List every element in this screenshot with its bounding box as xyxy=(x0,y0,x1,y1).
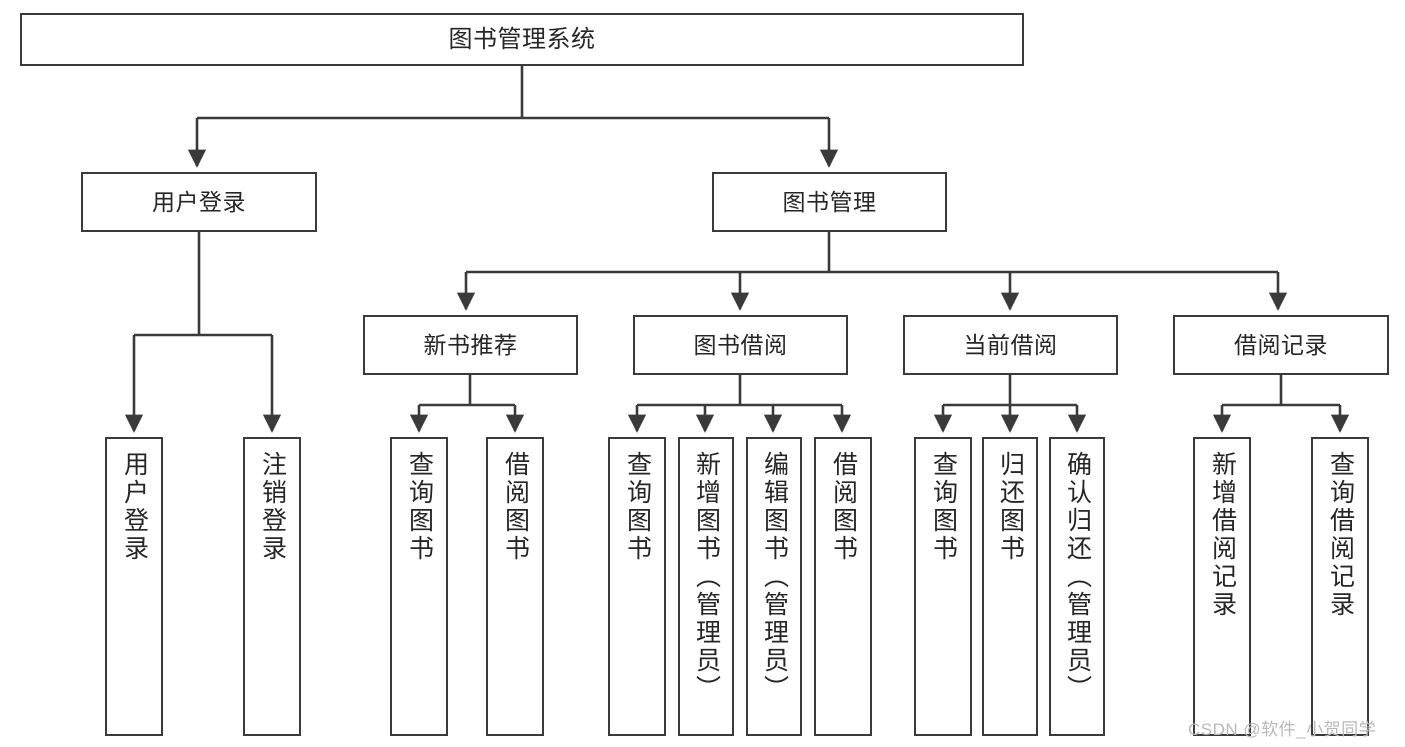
node-label: 新增借阅记录 xyxy=(1208,451,1237,619)
node-book-management-system[interactable]: 图书管理系统 xyxy=(20,13,1024,66)
node-new-book-recommendation[interactable]: 新书推荐 xyxy=(363,315,578,375)
node-borrow-record[interactable]: 借阅记录 xyxy=(1173,315,1389,375)
node-label: 确认归还（管理员） xyxy=(1063,451,1092,703)
node-label: 借阅记录 xyxy=(1234,331,1328,358)
leaf-query-book-borrow[interactable]: 查询图书 xyxy=(608,437,666,736)
node-book-management[interactable]: 图书管理 xyxy=(712,172,947,232)
node-book-borrow[interactable]: 图书借阅 xyxy=(633,315,848,375)
leaf-query-book-recommend[interactable]: 查询图书 xyxy=(390,437,448,736)
node-label: 用户登录 xyxy=(120,451,149,563)
leaf-add-book-admin[interactable]: 新增图书（管理员） xyxy=(678,437,734,736)
node-current-borrow[interactable]: 当前借阅 xyxy=(903,315,1118,375)
node-user-login[interactable]: 用户登录 xyxy=(81,172,317,232)
node-label: 借阅图书 xyxy=(829,451,858,563)
csdn-watermark: CSDN @软件_小贺同学 xyxy=(1188,720,1377,739)
node-label: 图书借阅 xyxy=(693,331,788,358)
node-label: 用户登录 xyxy=(152,188,246,215)
node-label: 查询图书 xyxy=(623,451,652,563)
leaf-borrow-book-recommend[interactable]: 借阅图书 xyxy=(486,437,544,736)
leaf-edit-book-admin[interactable]: 编辑图书（管理员） xyxy=(746,437,802,736)
node-label: 新书推荐 xyxy=(423,331,518,358)
node-label: 查询图书 xyxy=(405,451,434,563)
leaf-query-borrow-record[interactable]: 查询借阅记录 xyxy=(1311,437,1369,736)
leaf-user-logout[interactable]: 注销登录 xyxy=(243,437,301,736)
node-label: 新增图书（管理员） xyxy=(692,451,721,703)
node-label: 借阅图书 xyxy=(501,451,530,563)
node-label: 当前借阅 xyxy=(963,331,1058,358)
node-label: 查询图书 xyxy=(929,451,958,563)
leaf-user-login[interactable]: 用户登录 xyxy=(105,437,163,736)
leaf-query-book-current[interactable]: 查询图书 xyxy=(914,437,972,736)
node-label: 归还图书 xyxy=(996,451,1025,563)
node-label: 查询借阅记录 xyxy=(1326,451,1355,619)
node-label: 图书管理系统 xyxy=(448,25,596,53)
leaf-return-book[interactable]: 归还图书 xyxy=(982,437,1038,736)
leaf-borrow-book[interactable]: 借阅图书 xyxy=(814,437,872,736)
node-label: 编辑图书（管理员） xyxy=(760,451,789,703)
leaf-add-borrow-record[interactable]: 新增借阅记录 xyxy=(1193,437,1251,736)
node-label: 图书管理 xyxy=(782,188,877,215)
leaf-confirm-return-admin[interactable]: 确认归还（管理员） xyxy=(1049,437,1105,736)
node-label: 注销登录 xyxy=(258,451,287,563)
